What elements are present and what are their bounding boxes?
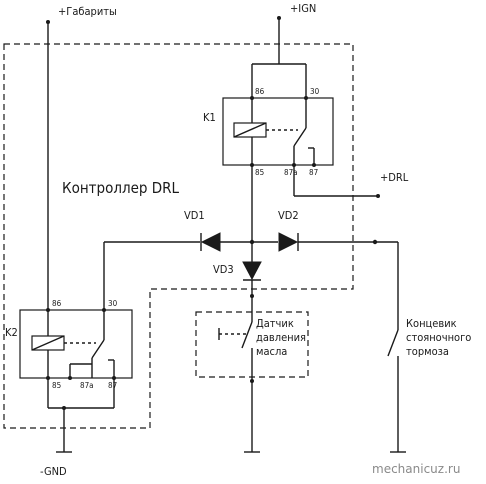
label-drl-out: +DRL (380, 171, 409, 184)
junction-right (372, 239, 378, 245)
k2-switch-blade (91, 339, 105, 359)
k2-pin86-dot (46, 308, 50, 312)
brake-switch-contact (387, 329, 399, 357)
label-k1: K1 (203, 111, 216, 124)
k1-pin87-label: 87 (309, 168, 318, 177)
terminal-drl (376, 194, 380, 198)
label-oil-sensor-1: Датчик (256, 317, 294, 330)
oil-sensor-dot (250, 379, 254, 383)
k1-pin86-dot (250, 96, 254, 100)
label-brake-switch-3: тормоза (406, 345, 449, 358)
label-controller: Контроллер DRL (62, 179, 180, 197)
label-vd2: VD2 (278, 209, 299, 222)
k2-pin87-label: 87 (108, 381, 117, 390)
k1-pin86-label: 86 (255, 87, 265, 96)
k2-pin30-label: 30 (108, 299, 118, 308)
k1-pin85-label: 85 (255, 168, 264, 177)
diode-vd2 (278, 232, 299, 252)
label-brake-switch-2: стояночного (406, 331, 471, 344)
label-gnd: -GND (40, 465, 67, 478)
label-ign: +IGN (290, 2, 316, 15)
k1-coil-diag (233, 122, 267, 138)
terminal-gabarity (46, 20, 50, 24)
k1-pin30-label: 30 (310, 87, 320, 96)
diode-vd1 (200, 232, 221, 252)
k2-pin85-label: 85 (52, 381, 61, 390)
label-oil-sensor-3: масла (256, 345, 287, 358)
k2-pin30-dot (102, 308, 106, 312)
k1-pin87-dot (312, 163, 316, 167)
diode-vd3 (242, 261, 262, 281)
label-k2: K2 (5, 326, 18, 339)
label-gabarity: +Габариты (58, 5, 117, 18)
label-oil-sensor-2: давления (256, 331, 306, 344)
label-vd3: VD3 (213, 263, 234, 276)
junction-gnd (62, 406, 66, 410)
k1-pin30-dot (304, 96, 308, 100)
k2-pin87a-label: 87a (80, 381, 94, 390)
label-brake-switch-1: Концевик (406, 317, 457, 330)
oil-sensor-contact (241, 321, 253, 349)
watermark: mechanicuz.ru (372, 462, 460, 476)
terminal-ign (277, 16, 281, 20)
label-vd1: VD1 (184, 209, 205, 222)
k1-pin87a-label: 87a (284, 168, 298, 177)
k2-pin86-label: 86 (52, 299, 62, 308)
k2-coil-diag (31, 335, 65, 351)
controller-boundary (3, 43, 354, 429)
k1-switch-blade (293, 127, 307, 147)
